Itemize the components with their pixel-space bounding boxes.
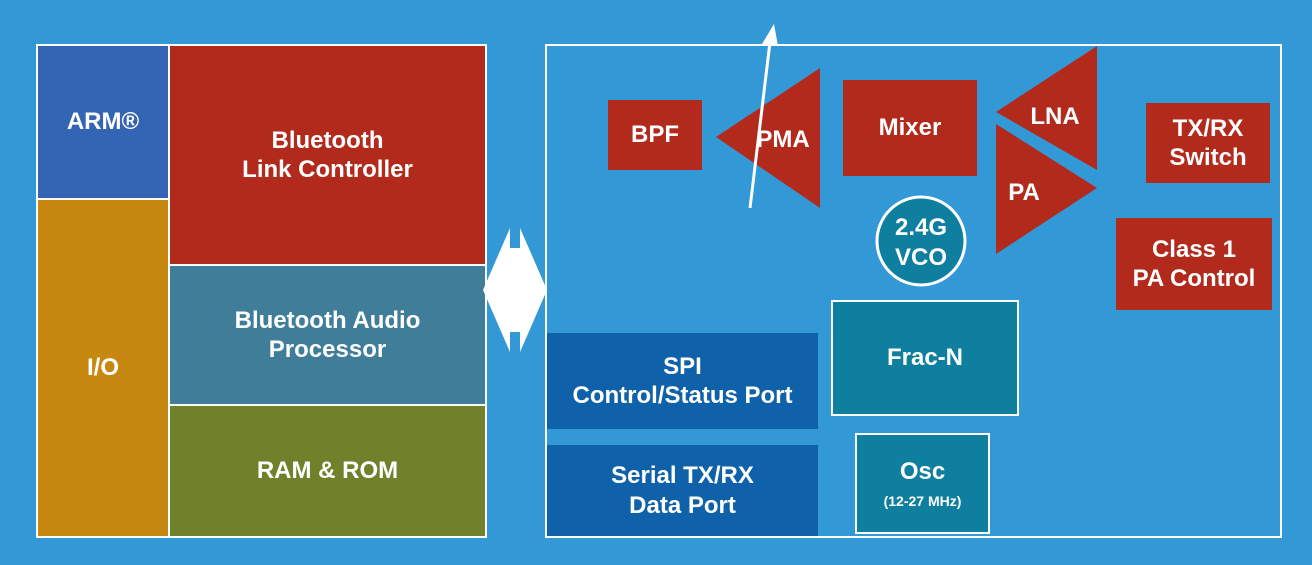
io-block: I/O bbox=[36, 198, 170, 538]
class1-line2: PA Control bbox=[1132, 265, 1256, 292]
serial-line2: Data Port bbox=[629, 491, 736, 519]
io-label: I/O bbox=[86, 354, 119, 382]
baseband-panel: ARM® I/O Bluetooth Link Controller Bluet… bbox=[36, 44, 487, 538]
lna-triangle bbox=[996, 46, 1097, 170]
frac-n-label: Frac-N bbox=[886, 344, 964, 372]
txrx-switch-line2: Switch bbox=[1169, 144, 1247, 171]
pma-gain-arrow-head-icon bbox=[762, 24, 778, 46]
class1-pa-control-block: Class 1 PA Control bbox=[1116, 218, 1272, 310]
bpf-block: BPF bbox=[608, 100, 702, 170]
spi-line1: SPI bbox=[663, 352, 702, 380]
rf-panel bbox=[545, 44, 1282, 538]
memory-block: RAM & ROM bbox=[168, 404, 487, 538]
osc-label: Osc bbox=[899, 458, 946, 486]
link-controller-block: Bluetooth Link Controller bbox=[168, 44, 487, 266]
link-controller-line2: Link Controller bbox=[242, 156, 413, 183]
vco-line1: 2.4G bbox=[895, 214, 947, 241]
serial-port-block: Serial TX/RX Data Port bbox=[547, 445, 818, 536]
bpf-label: BPF bbox=[631, 121, 679, 149]
pma-gain-arrow-shaft bbox=[748, 41, 772, 209]
audio-processor-line1: Bluetooth Audio bbox=[234, 306, 421, 334]
mixer-label: Mixer bbox=[878, 114, 942, 142]
mixer-block: Mixer bbox=[843, 80, 977, 176]
serial-line1: Serial TX/RX bbox=[611, 462, 754, 490]
spi-port-block: SPI Control/Status Port bbox=[547, 333, 818, 429]
pma-triangle bbox=[716, 68, 820, 208]
audio-processor-line2: Processor bbox=[268, 336, 387, 363]
vco-line2: VCO bbox=[895, 244, 947, 271]
bidirectional-bus-arrow bbox=[483, 228, 547, 352]
pma-label: PMA bbox=[756, 126, 809, 153]
txrx-switch-block: TX/RX Switch bbox=[1146, 103, 1270, 183]
osc-frequency-label: (12-27 MHz) bbox=[883, 492, 962, 509]
osc-block: Osc (12-27 MHz) bbox=[855, 433, 990, 534]
spi-line2: Control/Status Port bbox=[572, 382, 793, 409]
link-controller-line1: Bluetooth bbox=[271, 126, 384, 154]
memory-label: RAM & ROM bbox=[256, 457, 399, 485]
pa-label: PA bbox=[1008, 179, 1040, 206]
arm-label: ARM® bbox=[66, 108, 140, 136]
txrx-switch-line1: TX/RX bbox=[1172, 114, 1244, 142]
frac-n-block: Frac-N bbox=[831, 300, 1019, 416]
arm-block: ARM® bbox=[36, 44, 170, 200]
vco-circle bbox=[875, 195, 967, 287]
pa-triangle bbox=[996, 124, 1097, 254]
class1-line1: Class 1 bbox=[1151, 235, 1237, 263]
lna-label: LNA bbox=[1030, 103, 1079, 130]
